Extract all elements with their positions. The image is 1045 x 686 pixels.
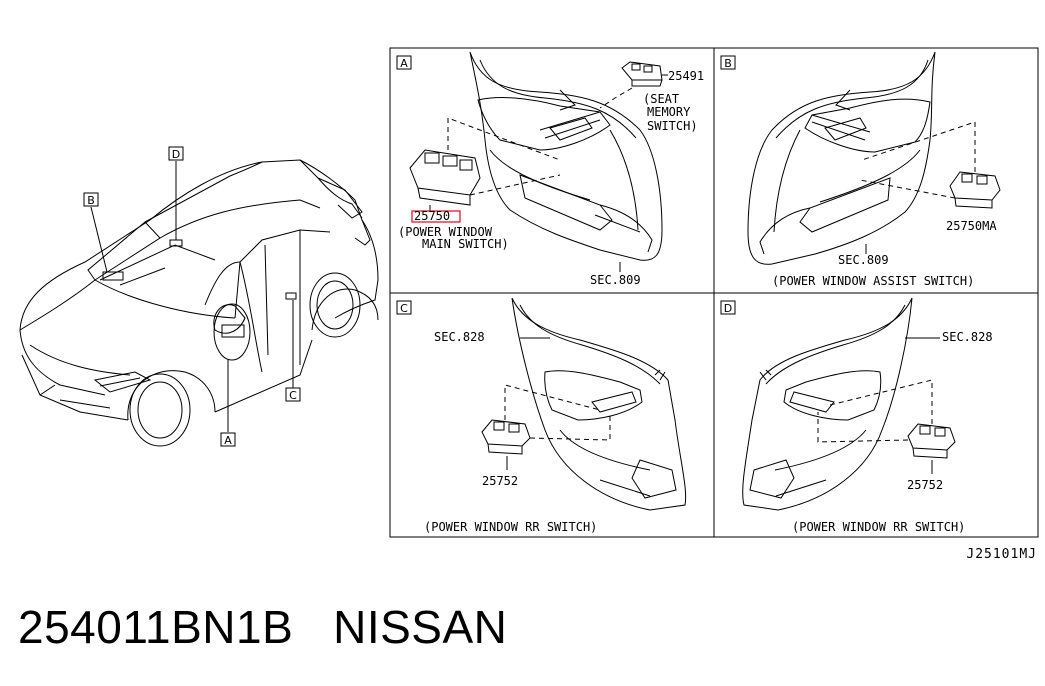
panel-d-letter: D: [724, 302, 732, 315]
caption-power-window-assist: (POWER WINDOW ASSIST SWITCH): [772, 274, 974, 288]
part-25750-label: 25750: [414, 209, 450, 223]
car-callout-a: A: [224, 434, 232, 447]
panel-a-letter: A: [400, 57, 408, 70]
panel-c-caption: (POWER WINDOW RR SWITCH): [424, 520, 597, 534]
caption-power-window-main-2: MAIN SWITCH): [422, 237, 509, 251]
panel-c-part-label: 25752: [482, 474, 518, 488]
car-callout-d: D: [172, 148, 180, 161]
caption-power-window-main-1: (POWER WINDOW: [398, 225, 493, 239]
panel-d-caption: (POWER WINDOW RR SWITCH): [792, 520, 965, 534]
footer-part-number: 254011BN1B: [18, 601, 294, 653]
car-illustration: [19, 146, 379, 447]
panel-d-part-label: 25752: [907, 478, 943, 492]
part-25491-label: 25491: [668, 69, 704, 83]
panel-a-drawing: [409, 51, 668, 272]
caption-seat-3: SWITCH): [647, 119, 698, 133]
panel-c-sec-label: SEC.828: [434, 330, 485, 344]
footer-brand: NISSAN: [333, 601, 508, 653]
panel-c-letter: C: [400, 302, 408, 315]
highlight-25750-box: [411, 210, 461, 223]
reference-code: J25101MJ: [966, 547, 1037, 562]
panel-a-sec-label: SEC.809: [590, 273, 641, 287]
part-25750ma-label: 25750MA: [946, 219, 997, 233]
panel-d-drawing: [742, 297, 956, 511]
footer-title: 254011BN1B NISSAN: [18, 600, 507, 654]
panel-d-sec-label: SEC.828: [942, 330, 993, 344]
panel-grid: [389, 47, 1039, 538]
car-callout-b: B: [87, 194, 95, 207]
caption-seat-2: MEMORY: [647, 105, 691, 119]
panel-c-drawing: [481, 297, 687, 511]
car-callout-c: C: [289, 389, 297, 402]
caption-seat-1: (SEAT: [643, 92, 679, 106]
panel-b-sec-label: SEC.809: [838, 253, 889, 267]
panel-b-letter: B: [724, 57, 732, 70]
